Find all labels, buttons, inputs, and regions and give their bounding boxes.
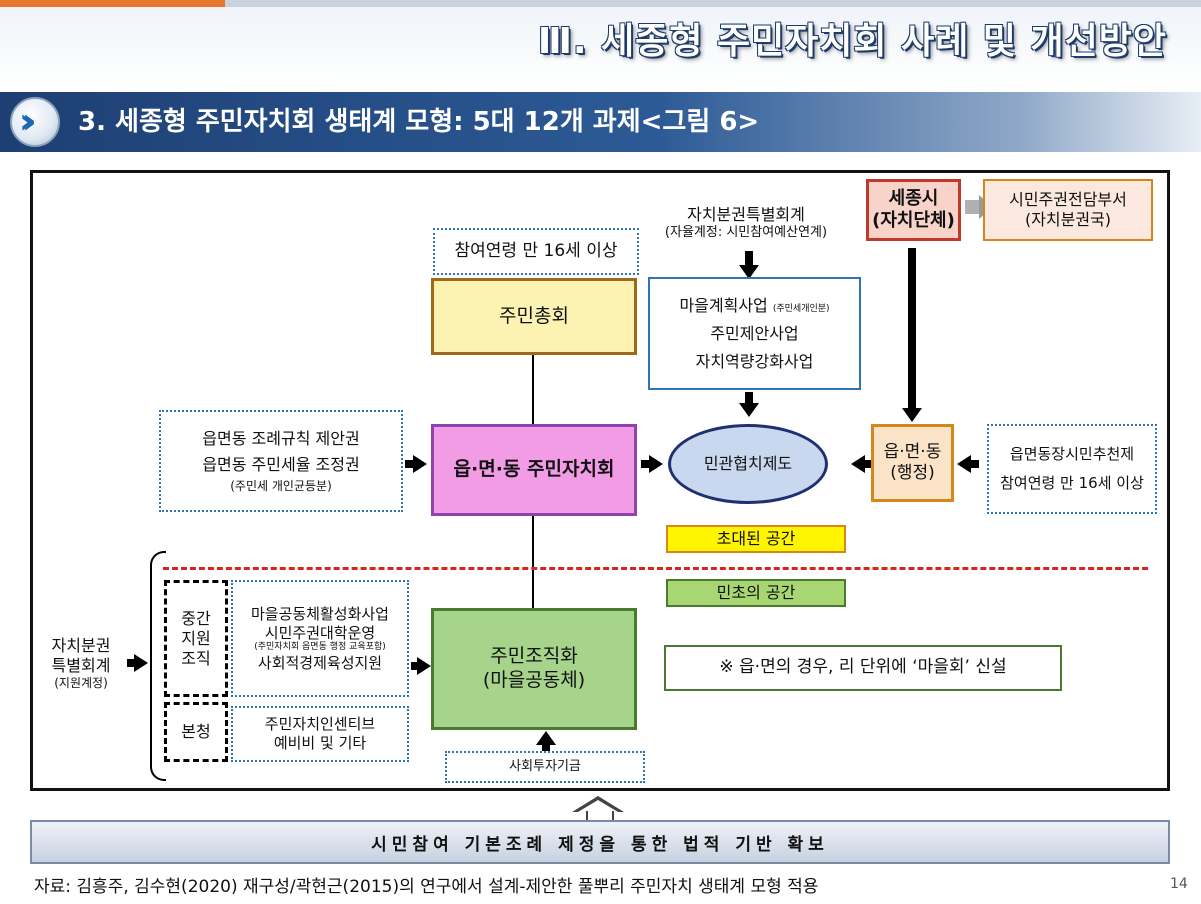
- resident-org-line2: (마을공동체): [482, 669, 586, 691]
- gray-arrow-shaft: [965, 200, 979, 214]
- top-strip: [225, 0, 1201, 7]
- double-chevron-right-icon: ››: [10, 97, 60, 147]
- mid-support-line2: 지원: [181, 628, 211, 648]
- education-note: (주민자치회 읍면동 행정 교육포함): [254, 642, 386, 653]
- connector-assembly-council: [532, 354, 534, 424]
- resident-tax-note: (주민세 개인균등분): [230, 478, 332, 493]
- sejong-city-line1: 세종시: [888, 187, 939, 209]
- admin-box: 읍·면·동 (행정): [871, 424, 954, 502]
- mid-support-org-box: 중간 지원 조직: [164, 580, 228, 697]
- cooperation-text: 민관협치제도: [703, 454, 793, 473]
- arrow-shaft: [405, 460, 413, 468]
- resident-council-box: 읍·면·동 주민자치회: [431, 424, 637, 516]
- civic-university: 시민주권대학운영: [264, 623, 376, 642]
- page-title: Ⅲ. 세종형 주민자치회 사례 및 개선방안: [537, 21, 1167, 62]
- arrow-right-icon: [413, 455, 427, 473]
- arrow-shaft: [865, 460, 873, 468]
- projects-box: 마을계획사업 (주민세개인분) 주민제안사업 자치역량강화사업: [648, 277, 861, 390]
- civic-dept-line1: 시민주권전담부서: [1009, 190, 1127, 209]
- sejong-city-line2: (자치단체): [872, 210, 955, 231]
- right-participation-age: 참여연령 만 16세 이상: [1000, 474, 1144, 492]
- arrow-shaft: [745, 392, 753, 403]
- grassroots-space-label: 민초의 공간: [666, 579, 846, 607]
- section-subtitle: 3. 세종형 주민자치회 생태계 모형: 5대 12개 과제<그림 6>: [78, 107, 760, 137]
- resident-org-box: 주민조직화 (마을공동체): [431, 608, 637, 730]
- project-resident-proposal: 주민제안사업: [710, 323, 799, 343]
- tax-rate-adjust-right: 읍면동 주민세율 조정권: [202, 454, 360, 474]
- hollow-arrow-inner: [578, 800, 618, 812]
- arrow-left-icon: [957, 455, 971, 473]
- arrow-down-icon: [902, 408, 922, 422]
- arrow-up-icon: [536, 731, 556, 745]
- invited-space-text: 초대된 공간: [716, 529, 796, 548]
- left-rights-box: 읍면동 조례규칙 제안권 읍면동 주민세율 조정권 (주민세 개인균등분): [159, 410, 403, 512]
- special-account-sub: (자율계정: 시민참여예산연계): [664, 224, 828, 240]
- project-village-plan: 마을계획사업: [679, 295, 768, 315]
- left-account-line3: (지원계정): [54, 675, 108, 690]
- subtitle-bar: [0, 92, 1201, 152]
- connector-council-org: [532, 515, 534, 609]
- hq-items-box: 주민자치인센티브 예비비 및 기타: [231, 706, 409, 762]
- ecosystem-diagram: 참여연령 만 16세 이상 주민총회 자치분권특별회계 (자율계정: 시민참여예…: [30, 170, 1170, 791]
- accent-strip: [0, 0, 225, 7]
- admin-line2: (행정): [890, 463, 935, 483]
- arrow-down-icon: [739, 403, 759, 417]
- participation-age-text: 참여연령 만 16세 이상: [454, 240, 618, 261]
- left-account-line2: 특별회계: [51, 655, 111, 675]
- admin-line1: 읍·면·동: [883, 441, 942, 462]
- special-account-title: 자치분권특별회계: [687, 204, 805, 224]
- village-community-project: 마을공동체활성화사업: [250, 604, 389, 623]
- arrow-left-icon: [851, 455, 865, 473]
- participation-age-box: 참여연령 만 16세 이상: [433, 228, 639, 275]
- headquarters-box: 본청: [164, 702, 228, 762]
- project-village-plan-note: (주민세개인분): [772, 303, 830, 314]
- arrow-right-icon: [649, 455, 663, 473]
- sejong-city-box: 세종시 (자치단체): [866, 179, 961, 241]
- page-number: 14: [1170, 876, 1188, 892]
- left-account-line1: 자치분권: [51, 635, 111, 655]
- note-box: ※ 읍·면의 경우, 리 단위에 ‘마을회’ 신설: [664, 645, 1062, 691]
- incentive-text: 주민자치인센티브: [264, 715, 376, 734]
- mid-support-line1: 중간: [181, 608, 211, 628]
- arrow-shaft: [908, 248, 916, 410]
- arrow-shaft: [411, 662, 417, 670]
- general-assembly-box: 주민총회: [431, 278, 637, 355]
- arrow-down-icon: [739, 265, 759, 279]
- mid-support-items-box: 마을공동체활성화사업 시민주권대학운영 (주민자치회 읍면동 행정 교육포함) …: [231, 580, 409, 697]
- reserve-fund-text: 예비비 및 기타: [273, 734, 367, 752]
- source-note: 자료: 김흥주, 김수현(2020) 재구성/곽현근(2015)의 연구에서 설…: [34, 877, 819, 897]
- arrow-shaft: [745, 251, 753, 265]
- special-account-label: 자치분권특별회계 (자율계정: 시민참여예산연계): [631, 197, 861, 249]
- cooperation-ellipse: 민관협치제도: [668, 424, 828, 504]
- social-fund-box: 사회투자기금: [445, 751, 645, 783]
- arrow-right-icon: [134, 654, 148, 672]
- arrow-shaft: [127, 659, 134, 667]
- arrow-shaft: [542, 745, 550, 751]
- arrow-right-icon: [417, 657, 431, 675]
- social-economy-support: 사회적경제육성지원: [257, 653, 383, 672]
- resident-council-text: 읍·면·동 주민자치회: [453, 458, 615, 481]
- grassroots-space-text: 민초의 공간: [716, 583, 796, 602]
- header-background: [0, 0, 1201, 88]
- civic-dept-line2: (자치분권국): [1024, 210, 1112, 229]
- ordinance-proposal-right: 읍면동 조례규칙 제안권: [202, 428, 360, 448]
- invited-space-label: 초대된 공간: [666, 525, 846, 553]
- project-capacity-building: 자치역량강화사업: [695, 351, 814, 371]
- space-divider: [163, 567, 1148, 570]
- right-recommend-box: 읍면동장시민추천제 참여연령 만 16세 이상: [987, 424, 1157, 514]
- social-fund-text: 사회투자기금: [509, 758, 581, 774]
- general-assembly-text: 주민총회: [499, 304, 569, 327]
- left-account-label: 자치분권 특별회계 (지원계정): [35, 623, 127, 703]
- arrow-shaft: [641, 460, 649, 468]
- left-brace: [150, 551, 166, 781]
- citizen-recommend-system: 읍면동장시민추천제: [1009, 445, 1135, 464]
- civic-dept-box: 시민주권전담부서 (자치분권국): [983, 179, 1153, 241]
- legal-basis-bar: 시민참여 기본조례 제정을 통한 법적 기반 확보: [30, 820, 1170, 864]
- hollow-arrow-shaft: [586, 811, 614, 820]
- arrow-shaft: [971, 460, 979, 468]
- mid-support-line3: 조직: [181, 648, 211, 668]
- headquarters-text: 본청: [181, 722, 211, 741]
- resident-org-line1: 주민조직화: [490, 645, 578, 668]
- note-text: ※ 읍·면의 경우, 리 단위에 ‘마을회’ 신설: [719, 657, 1007, 678]
